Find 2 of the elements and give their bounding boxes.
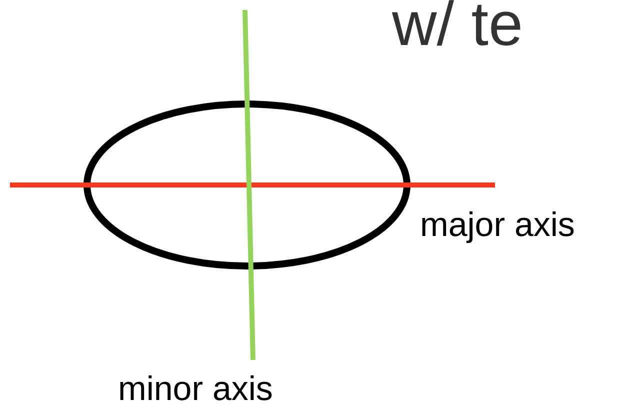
axis-label: minor axis — [118, 372, 273, 406]
axis-label: major axis — [420, 208, 575, 242]
